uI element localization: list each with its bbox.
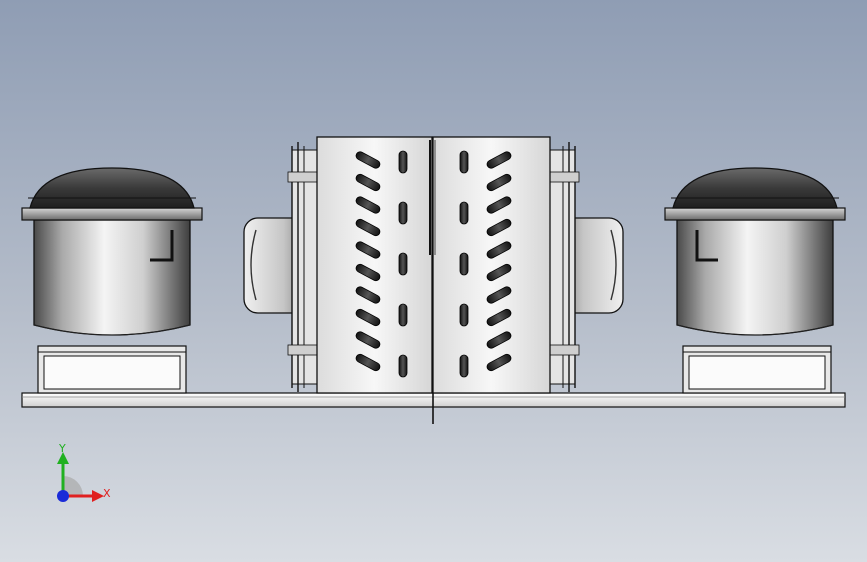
- vent-slot: [355, 263, 381, 282]
- vent-slot: [486, 151, 512, 169]
- vent-slot: [486, 173, 512, 192]
- vent-slot: [486, 241, 512, 259]
- vent-slot: [486, 218, 512, 237]
- fan-housing: [316, 136, 551, 394]
- vent-slot: [355, 218, 381, 237]
- vent-slot: [355, 331, 381, 349]
- vent-slot: [355, 308, 381, 327]
- vent-slot: [398, 150, 408, 174]
- vent-slot: [486, 196, 512, 214]
- axis-triad: Y X: [57, 442, 111, 502]
- vent-slot: [486, 331, 512, 349]
- vent-slot: [459, 201, 469, 225]
- vent-slot: [459, 303, 469, 327]
- vent-slot: [459, 150, 469, 174]
- vent-slot: [355, 241, 381, 259]
- x-axis-label: X: [103, 487, 111, 500]
- vent-slot: [486, 286, 512, 304]
- vent-slot: [486, 308, 512, 327]
- left-motor: [21, 167, 203, 394]
- vent-slot: [398, 201, 408, 225]
- vent-slot: [355, 353, 381, 372]
- vent-slot: [398, 303, 408, 327]
- right-coupling: [548, 142, 624, 392]
- vent-slot: [355, 151, 381, 169]
- vent-slot: [486, 353, 512, 372]
- vent-slot: [459, 252, 469, 276]
- left-coupling: [243, 142, 319, 392]
- y-axis-label: Y: [58, 442, 66, 455]
- vent-slot: [398, 354, 408, 378]
- vent-slot: [398, 252, 408, 276]
- right-motor: [664, 167, 846, 394]
- base-plate: [21, 392, 846, 424]
- z-axis-dot: [57, 490, 69, 502]
- vent-slot: [459, 354, 469, 378]
- vent-slot: [355, 286, 381, 304]
- vent-slots: [355, 150, 512, 378]
- vent-slot: [355, 196, 381, 214]
- vent-slot: [486, 263, 512, 282]
- vent-slot: [355, 173, 381, 192]
